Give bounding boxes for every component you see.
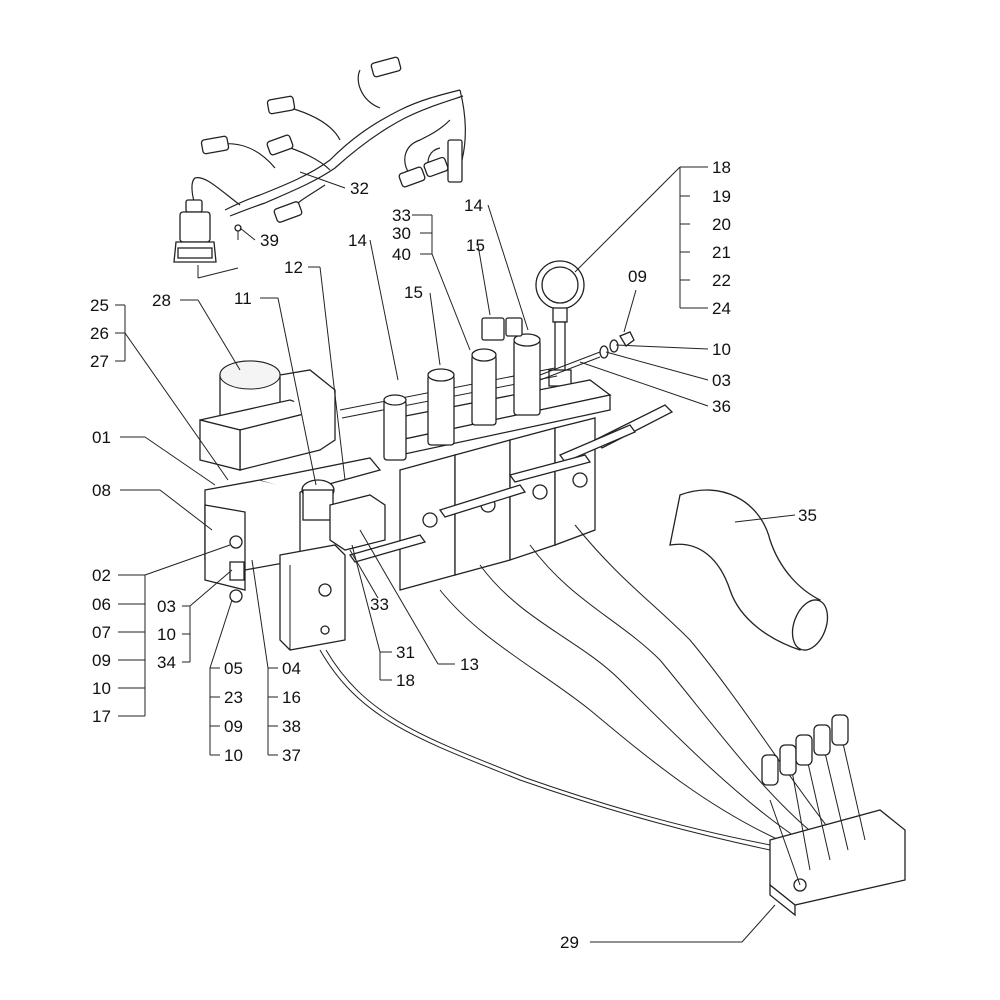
label-18: 18: [712, 158, 731, 177]
pressure-gauge: [535, 260, 585, 387]
cartridge-valves: [383, 317, 541, 461]
label-01: 01: [92, 428, 111, 447]
label-10-right: 10: [712, 340, 731, 359]
label-13: 13: [460, 655, 479, 674]
label-10-mid: 10: [157, 625, 176, 644]
label-04: 04: [282, 659, 301, 678]
label-34: 34: [157, 653, 176, 672]
label-10-low: 10: [224, 746, 243, 765]
label-09-right: 09: [628, 267, 647, 286]
solenoid-actuator: [279, 494, 386, 651]
part-labels: 18 19 20 21 22 24 32 39 33 30 40 14 14 1…: [90, 158, 817, 952]
pressure-sensor: [173, 199, 242, 279]
label-33-lower: 33: [370, 595, 389, 614]
label-31: 31: [396, 643, 415, 662]
lever-control-box: [761, 714, 906, 917]
label-36: 36: [712, 397, 731, 416]
label-21: 21: [712, 243, 731, 262]
label-19: 19: [712, 187, 731, 206]
label-14-right: 14: [464, 196, 483, 215]
label-05: 05: [224, 659, 243, 678]
leader-lines: [115, 166, 796, 943]
label-10-left: 10: [92, 679, 111, 698]
label-08: 08: [92, 481, 111, 500]
label-39: 39: [260, 231, 279, 250]
label-09-low: 09: [224, 717, 243, 736]
label-22: 22: [712, 271, 731, 290]
label-33-upper: 33: [392, 206, 411, 225]
label-03-right: 03: [712, 371, 731, 390]
label-35: 35: [798, 506, 817, 525]
inlet-block: [204, 457, 382, 603]
label-09-left: 09: [92, 651, 111, 670]
label-20: 20: [712, 215, 731, 234]
label-30: 30: [392, 224, 411, 243]
hydraulic-hose: [669, 489, 829, 651]
wiring-harness: [191, 56, 466, 223]
label-18-lower: 18: [396, 671, 415, 690]
label-06: 06: [92, 595, 111, 614]
label-07: 07: [92, 623, 111, 642]
label-40: 40: [392, 245, 411, 264]
label-27: 27: [90, 352, 109, 371]
label-15-upper: 15: [466, 236, 485, 255]
label-17: 17: [92, 707, 111, 726]
label-12: 12: [284, 258, 303, 277]
electric-motor: [199, 360, 336, 471]
label-15-lower: 15: [404, 283, 423, 302]
label-28: 28: [152, 291, 171, 310]
label-16: 16: [282, 688, 301, 707]
label-38: 38: [282, 717, 301, 736]
label-32: 32: [350, 179, 369, 198]
label-03-left: 03: [157, 597, 176, 616]
label-11: 11: [234, 289, 252, 308]
bolt-with-washers: [539, 331, 635, 381]
label-25: 25: [90, 296, 109, 315]
label-24: 24: [712, 299, 731, 318]
label-26: 26: [90, 324, 109, 343]
label-14-left: 14: [348, 231, 367, 250]
label-02: 02: [92, 566, 111, 585]
label-23: 23: [224, 688, 243, 707]
label-37: 37: [282, 746, 301, 765]
label-29: 29: [560, 933, 579, 952]
